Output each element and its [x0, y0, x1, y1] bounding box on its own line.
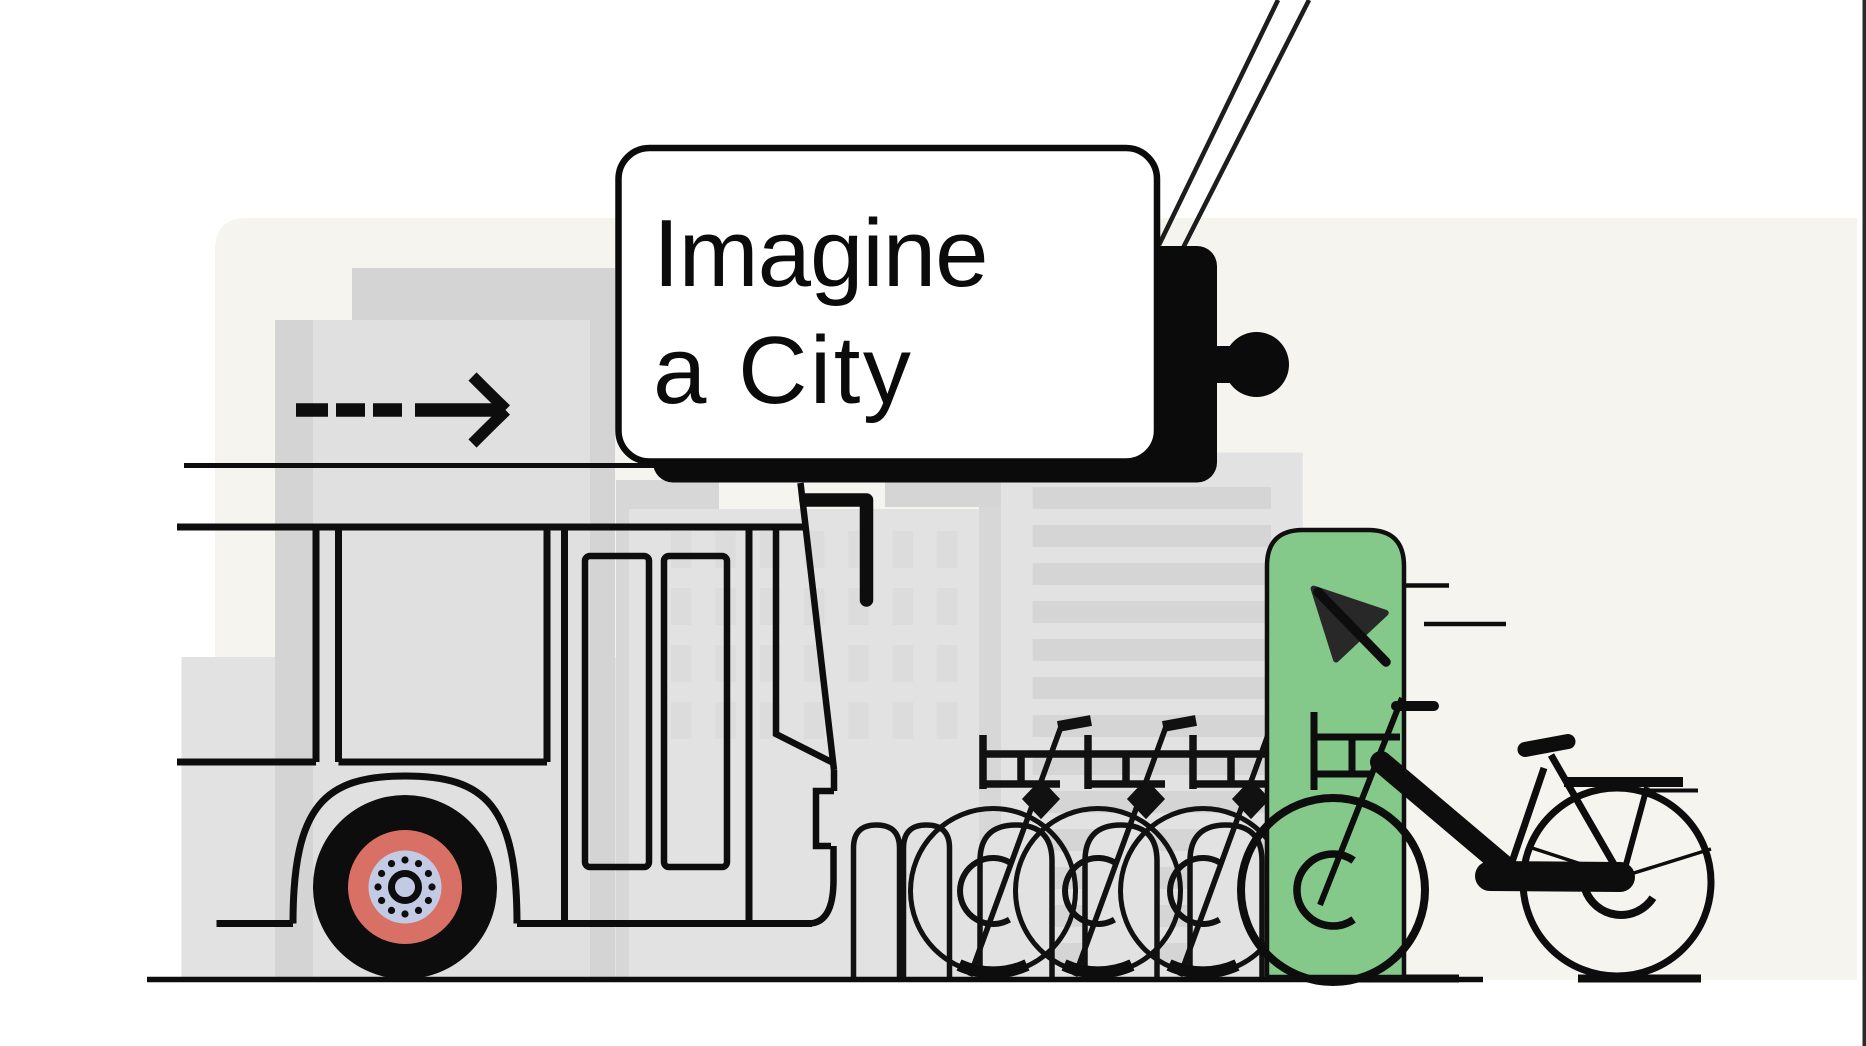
svg-text:Imagine: Imagine	[653, 200, 988, 307]
svg-text:a City: a City	[653, 317, 913, 424]
